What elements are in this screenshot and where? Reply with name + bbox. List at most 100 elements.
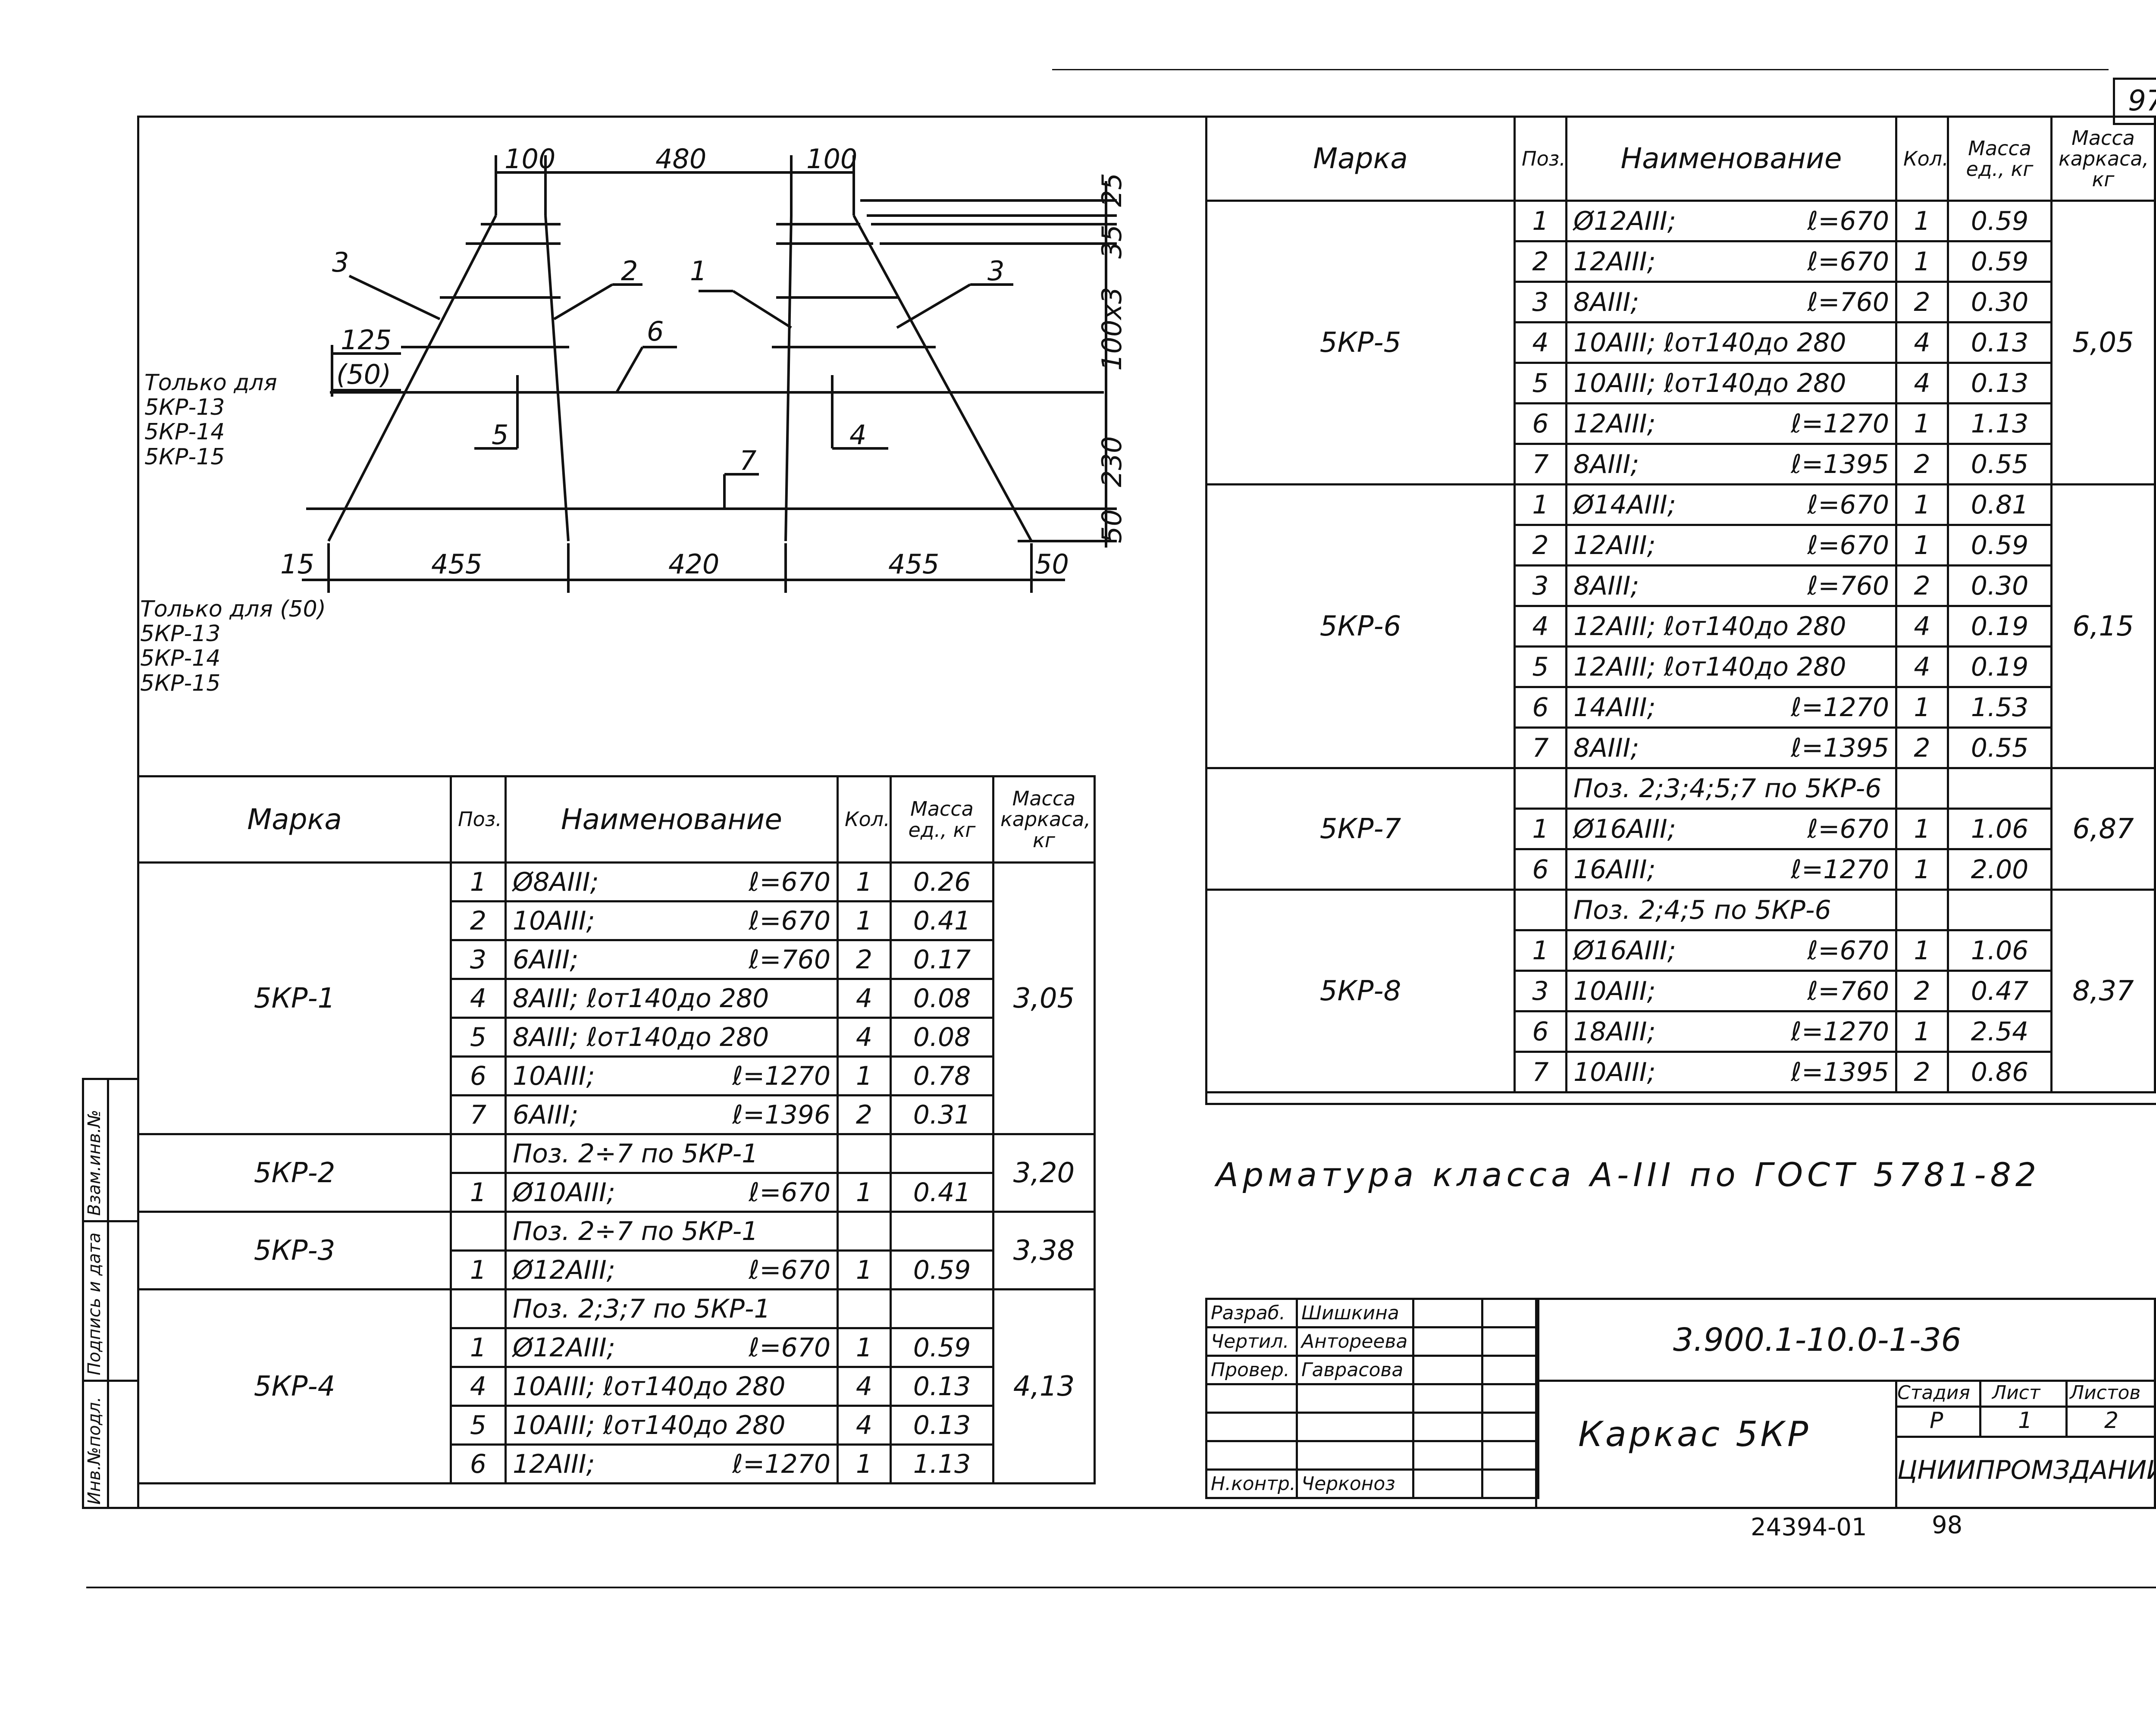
header-pos: Поз.	[1514, 116, 1567, 202]
pos-cell: 5	[450, 1017, 507, 1058]
bar-name: 12АIII; ℓот140до 280	[1573, 611, 1846, 642]
qty-cell: 2	[837, 1094, 892, 1135]
unit-mass-cell: 1.06	[1947, 929, 2053, 972]
unit-mass-cell: 0.13	[890, 1366, 994, 1407]
bar-name: 10АIII;	[513, 1061, 595, 1091]
name-cell: 8АIII;ℓ=760	[1565, 564, 1897, 607]
name-cell: 12АIII;ℓ=670	[1565, 240, 1897, 283]
stamp-row: Чертил.Антореева	[1205, 1326, 1539, 1357]
dim-125: 125	[341, 324, 392, 356]
bar-name: Ø12АIII;	[1573, 206, 1676, 236]
stamp-name: Шишкина	[1296, 1298, 1414, 1328]
dim-50: (50)	[336, 359, 391, 390]
qty-cell: 2	[1895, 1051, 1949, 1093]
stamp-date	[1481, 1383, 1539, 1414]
unit-mass-cell: 0.55	[1947, 726, 2053, 769]
bar-name: 12АIII;	[513, 1449, 595, 1479]
sheet-value: 1	[2018, 1408, 2033, 1434]
side-stamp-sign: Подпись и дата	[85, 1232, 104, 1375]
pos-cell: 3	[450, 939, 507, 980]
mark-cell: 5КР-5	[1205, 200, 1516, 485]
bottom-margin-line	[86, 1587, 2156, 1588]
organization: ЦНИИПРОМЗДАНИЙ	[1897, 1455, 2156, 1485]
bar-length: ℓ=670	[1807, 530, 1889, 560]
name-cell: Ø8АIII;ℓ=670	[505, 861, 839, 902]
name-cell: 10АIII;ℓ=670	[505, 900, 839, 941]
bar-name: 18АIII;	[1573, 1016, 1656, 1047]
stage-value: Р	[1930, 1408, 1943, 1434]
qty-cell	[837, 1211, 892, 1252]
bar-name: Поз. 2;3;4;5;7 по 5КР-6	[1573, 773, 1882, 804]
pos-label-3-right: 3	[987, 255, 1004, 287]
pos-cell: 7	[1514, 1051, 1567, 1093]
name-cell: Ø16АIII;ℓ=670	[1565, 808, 1897, 850]
header-mark: Марка	[137, 775, 452, 864]
pos-cell: 2	[450, 900, 507, 941]
pos-label-2: 2	[621, 255, 638, 287]
header-name: Наименование	[1565, 116, 1897, 202]
pos-cell: 1	[450, 1249, 507, 1290]
pos-cell	[1514, 889, 1567, 931]
unit-mass-cell	[890, 1288, 994, 1329]
qty-cell: 4	[1895, 362, 1949, 404]
spec-table-left: Марка Поз. Наименование Кол. Масса ед., …	[137, 775, 1096, 1484]
bar-name: 8АIII; ℓот140до 280	[513, 1022, 769, 1052]
unit-mass-cell: 0.30	[1947, 564, 2053, 607]
pos-cell: 6	[450, 1443, 507, 1484]
bar-length: ℓ=1270	[732, 1061, 830, 1091]
stamp-role: Н.контр.	[1205, 1468, 1298, 1499]
pos-cell: 6	[1514, 1010, 1567, 1053]
only-for-note-1: Только для 5КР-13 5КР-14 5КР-15	[144, 370, 277, 470]
only-for-note-2: Только для (50) 5КР-13 5КР-14 5КР-15	[140, 596, 326, 696]
stage-label: Стадия	[1897, 1382, 1970, 1404]
stamp-date	[1481, 1355, 1539, 1385]
unit-mass-cell	[1947, 767, 2053, 810]
bar-length: ℓ=1396	[732, 1099, 830, 1130]
pos-cell: 2	[1514, 524, 1567, 567]
pos-cell: 7	[1514, 443, 1567, 485]
pos-cell: 3	[1514, 281, 1567, 323]
bar-length: ℓ=760	[749, 944, 830, 975]
name-cell: 10АIII; ℓот140до 280	[1565, 362, 1897, 404]
bar-name: Поз. 2÷7 по 5КР-1	[513, 1216, 758, 1246]
stamp-date	[1481, 1468, 1539, 1499]
title-block-main	[1535, 1298, 2156, 1509]
bar-length: ℓ=760	[1807, 976, 1889, 1006]
mark-cell: 5КР-1	[137, 861, 452, 1135]
pos-cell: 1	[450, 1172, 507, 1213]
bar-name: 12АIII;	[1573, 408, 1656, 439]
unit-mass-cell: 0.08	[890, 978, 994, 1019]
qty-cell	[1895, 767, 1949, 810]
frame-mass-cell: 3,38	[992, 1211, 1096, 1290]
header-mark: Марка	[1205, 116, 1516, 202]
frame-mass-cell: 6,87	[2050, 767, 2156, 891]
top-thin-line	[1052, 69, 2109, 70]
unit-mass-cell: 0.59	[1947, 200, 2053, 242]
qty-cell: 2	[1895, 443, 1949, 485]
pos-label-5: 5	[492, 419, 508, 451]
name-cell: 8АIII;ℓ=760	[1565, 281, 1897, 323]
name-cell: 10АIII; ℓот140до 280	[505, 1366, 839, 1407]
header-name: Наименование	[505, 775, 839, 864]
unit-mass-cell: 0.08	[890, 1017, 994, 1058]
bar-name: 6АIII;	[513, 1099, 579, 1130]
qty-cell: 4	[837, 1366, 892, 1407]
bar-length: ℓ=1270	[1791, 692, 1889, 723]
unit-mass-cell: 2.54	[1947, 1010, 2053, 1053]
qty-cell: 1	[1895, 200, 1949, 242]
stamp-role	[1205, 1412, 1298, 1442]
dim-bottom-420: 420	[668, 548, 719, 580]
unit-mass-cell: 0.47	[1947, 970, 2053, 1012]
